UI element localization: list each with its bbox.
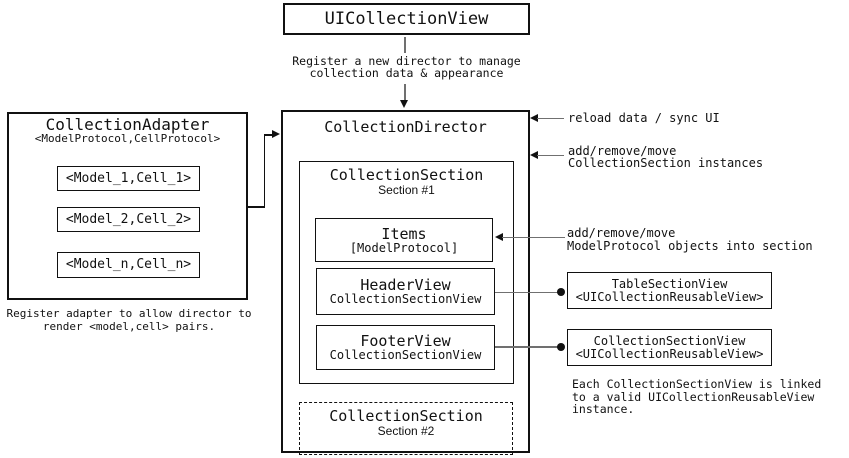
model-cell-pair-box: <Model_2,Cell_2>	[57, 207, 200, 232]
sections-arrow-stem	[537, 154, 564, 156]
uicollectionview-title: UICollectionView	[324, 9, 489, 29]
director-title: CollectionDirector	[324, 118, 487, 136]
link-dot-icon	[557, 342, 565, 351]
model-cell-pair-label: <Model_2,Cell_2>	[65, 211, 192, 227]
adapter-director-connector-segment	[248, 206, 265, 208]
adapter-director-connector-segment	[265, 134, 273, 136]
register-director-caption: Register a new director to manage collec…	[283, 54, 530, 80]
footer-view-subtitle: CollectionSectionView	[329, 348, 482, 362]
footer-view-box: FooterView CollectionSectionView	[316, 325, 495, 370]
caption-line: Each CollectionSectionView is linked	[572, 377, 822, 391]
footer-link-line	[495, 346, 563, 348]
adapter-subtitle: <ModelProtocol,CellProtocol>	[34, 132, 221, 145]
model-cell-pair-box: <Model_n,Cell_n>	[57, 252, 200, 278]
reload-arrow-stem	[537, 117, 564, 119]
collection-section2-box: CollectionSection Section #2	[299, 402, 513, 455]
uicollectionview-connector-line	[404, 37, 406, 53]
link-dot-icon	[557, 288, 565, 296]
arrow-left-icon	[495, 232, 503, 241]
collection-section-view-title: CollectionSectionView	[593, 333, 746, 348]
section2-subtitle: Section #2	[377, 424, 435, 438]
arrow-left-icon	[530, 113, 538, 122]
table-section-view-box: TableSectionView <UICollectionReusableVi…	[567, 272, 772, 309]
section1-subtitle: Section #1	[378, 183, 435, 197]
arrow-down-icon	[400, 100, 408, 108]
header-view-title: HeaderView	[360, 276, 451, 294]
adapter-title: CollectionAdapter	[45, 115, 210, 134]
caption-line: instance.	[572, 402, 635, 416]
sections-annotation: add/remove/move CollectionSection instan…	[568, 144, 764, 170]
section2-title: CollectionSection	[329, 407, 483, 425]
items-subtitle: [ModelProtocol]	[349, 240, 459, 255]
items-arrow-stem	[502, 236, 565, 238]
section1-title: CollectionSection	[329, 166, 484, 184]
model-cell-pair-label: <Model_n,Cell_n>	[65, 257, 192, 272]
items-annotation: add/remove/move ModelProtocol objects in…	[567, 227, 813, 252]
annotation-line: ModelProtocol objects into section	[567, 238, 813, 253]
arrow-right-icon	[272, 130, 280, 138]
model-cell-pair-label: <Model_1,Cell_1>	[65, 170, 192, 186]
header-link-line	[495, 291, 563, 293]
adapter-director-connector-segment	[263, 134, 265, 208]
table-section-view-title: TableSectionView	[611, 276, 728, 291]
caption-line: collection data & appearance	[309, 65, 504, 80]
reload-annotation: reload data / sync UI	[568, 111, 720, 125]
table-section-view-subtitle: <UICollectionReusableView>	[575, 289, 764, 304]
collection-section-view-box: CollectionSectionView <UICollectionReusa…	[567, 329, 772, 366]
caption-line: render <model,cell> pairs.	[42, 319, 216, 333]
arrow-left-icon	[530, 150, 538, 159]
linked-views-caption: Each CollectionSectionView is linked to …	[572, 378, 821, 416]
items-title: Items	[381, 224, 427, 243]
footer-view-title: FooterView	[360, 332, 451, 350]
annotation-line: add/remove/move	[567, 226, 676, 240]
collection-adapter-box: CollectionAdapter <ModelProtocol,CellPro…	[7, 112, 248, 300]
collection-section-view-subtitle: <UICollectionReusableView>	[575, 346, 764, 361]
annotation-line: CollectionSection instances	[568, 155, 764, 170]
items-box: Items [ModelProtocol]	[315, 218, 493, 262]
register-adapter-caption: Register adapter to allow director to re…	[0, 307, 258, 333]
model-cell-pair-box: <Model_1,Cell_1>	[57, 166, 200, 191]
header-view-box: HeaderView CollectionSectionView	[316, 268, 495, 315]
caption-line: Register a new director to manage	[292, 54, 521, 68]
header-view-subtitle: CollectionSectionView	[329, 292, 482, 306]
annotation-line: add/remove/move	[568, 144, 677, 158]
caption-line: Register adapter to allow director to	[6, 307, 252, 320]
caption-line: to a valid UICollectionReusableView	[572, 389, 815, 404]
uicollectionview-box: UICollectionView	[283, 3, 530, 35]
register-director-arrow-stem	[404, 84, 406, 101]
